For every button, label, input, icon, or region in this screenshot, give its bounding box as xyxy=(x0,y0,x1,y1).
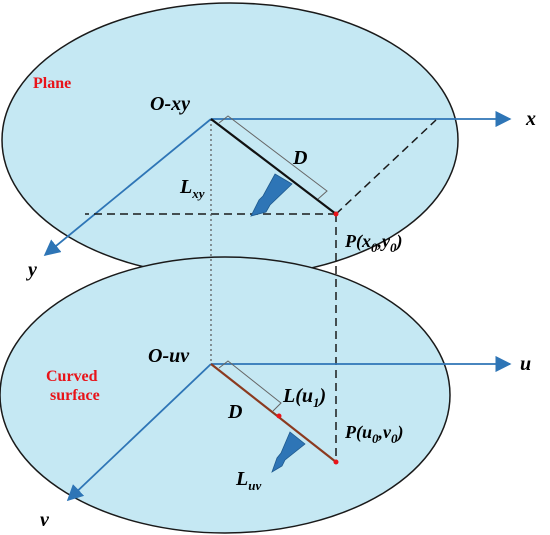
point-label-top: P(x0,y0) xyxy=(344,231,403,255)
dashed-line-to-x-axis xyxy=(335,119,437,215)
plane-label: Plane xyxy=(33,75,71,92)
u-axis-label: u xyxy=(520,353,531,375)
distance-bracket-bottom xyxy=(218,360,282,412)
point-p-top xyxy=(333,211,339,217)
line-label-luv: Luv xyxy=(235,468,261,493)
v-axis xyxy=(66,363,212,502)
origin-label-ouv: O-uv xyxy=(148,345,190,367)
line-label-lxy: Lxy xyxy=(179,176,205,201)
y-axis xyxy=(43,118,212,257)
y-axis-label: y xyxy=(26,259,37,281)
line-luv xyxy=(210,363,337,463)
point-label-bottom: P(u0,v0) xyxy=(344,422,404,446)
curved-label: Curved xyxy=(46,368,98,385)
line-lxy xyxy=(210,118,337,215)
origin-label-oxy: O-xy xyxy=(150,93,190,115)
point-p-bottom xyxy=(333,459,339,465)
v-axis-label: v xyxy=(40,509,50,531)
surface-label: surface xyxy=(50,387,100,404)
direction-arrow-top xyxy=(250,173,293,217)
point-l-u1 xyxy=(276,413,282,419)
x-axis-label: x xyxy=(525,108,536,130)
distance-label-top: D xyxy=(292,147,307,169)
distance-label-bottom: D xyxy=(227,401,242,423)
distance-bracket-top xyxy=(218,115,328,200)
direction-arrow-bottom xyxy=(271,431,306,473)
mid-label-lu1: L(u1) xyxy=(282,385,326,410)
